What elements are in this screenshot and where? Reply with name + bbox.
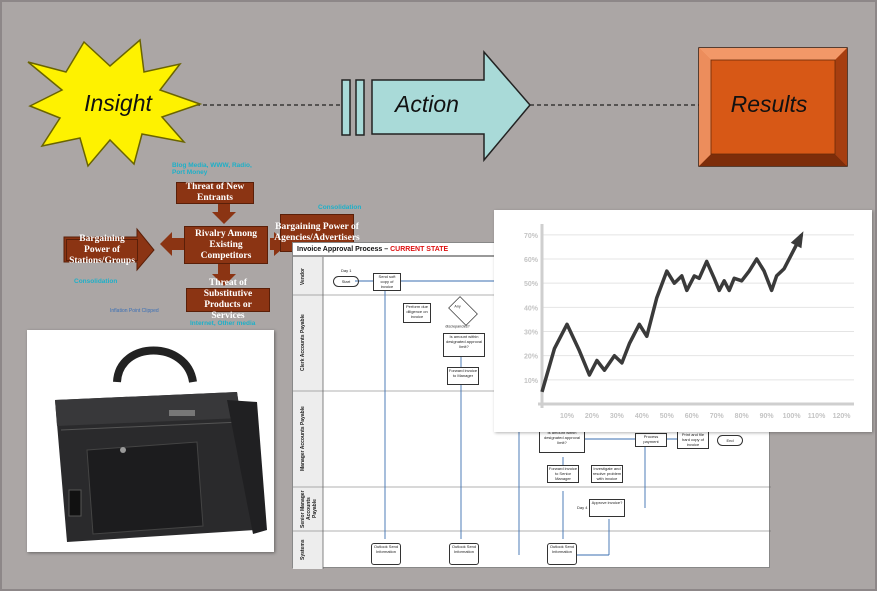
node-forward-senior: Forward invoice to Senior Manager: [547, 465, 579, 483]
rivalry-box: Rivalry Among Existing Competitors: [184, 226, 268, 264]
chart-y-tick: 40%: [524, 305, 539, 312]
lane-vendor: Vendor: [300, 268, 306, 286]
chart-x-tick: 90%: [760, 413, 775, 420]
chart-x-tick: 30%: [610, 413, 625, 420]
chart-x-tick: 10%: [560, 413, 575, 420]
chart-axes: [538, 224, 854, 408]
action-bar-2: [355, 79, 365, 136]
lane-manager: Manager Accounts Payable: [300, 406, 306, 472]
node-approve: Approve invoice?: [589, 499, 625, 517]
left-double-arrow-icon: [160, 232, 187, 256]
node-db-2: Outlook Send Information: [449, 543, 479, 565]
lane-clerk: Clerk Accounts Payable: [300, 314, 306, 372]
chart-x-tick: 110%: [808, 413, 826, 420]
chart-x-tick: 70%: [710, 413, 725, 420]
porter-cyan-note-right: Consolidation: [318, 204, 362, 211]
lane-systems: Systems: [300, 539, 306, 561]
chart-x-tick: 60%: [685, 413, 700, 420]
insight-label: Insight: [84, 90, 152, 116]
process-state: CURRENT STATE: [390, 246, 449, 253]
chart-x-tick: 80%: [735, 413, 750, 420]
chart-arrowhead-icon: [790, 231, 804, 249]
chart-x-tick: 20%: [585, 413, 600, 420]
node-forward-manager: Forward invoice to Manager: [447, 367, 479, 385]
node-db-1: Outlook Send Information: [371, 543, 401, 565]
porter-five-forces: Threat of New Entrants Rivalry Among Exi…: [42, 152, 372, 327]
results-box: [698, 47, 848, 167]
threat-substitutes-box: Threat of Substitutive Products or Servi…: [186, 278, 270, 321]
node-manager-limit: Is amount within designated approval lim…: [539, 429, 585, 453]
node-end: End: [717, 435, 743, 446]
insight-action-results-flow: [27, 38, 848, 168]
chart-series-line: [540, 233, 804, 393]
node-day1: Day 1: [341, 268, 352, 273]
chart-x-tick: 50%: [660, 413, 675, 420]
lane-senior-manager: Senior Manager Accounts Payable: [300, 490, 318, 528]
action-bar-1: [341, 79, 351, 136]
porter-cyan-note-left: Consolidation: [74, 278, 118, 285]
process-title: Invoice Approval Process – CURRENT STATE: [297, 246, 449, 253]
chart-y-tick: 20%: [524, 354, 539, 361]
action-arrow-icon: [371, 49, 531, 163]
right-double-arrow-icon: [270, 232, 288, 256]
chart-y-tick: 60%: [524, 257, 539, 264]
porter-cyan-note-bottom: Internet, Other media: [190, 320, 256, 327]
chart-x-tick: 120%: [833, 413, 852, 420]
node-perform-diligence: Perform due diligence on invoice: [403, 303, 431, 323]
node-process-payment: Process payment: [635, 433, 667, 447]
porter-cyan-note-top: Blog Media, WWW, Radio, Port Money: [172, 162, 252, 176]
growth-chart-svg: 10% 20% 30% 40% 50% 60% 70% 10% 20% 30% 40% 50% 60% 7…: [524, 224, 854, 420]
node-send-copy: Send soft copy of invoice: [373, 273, 401, 291]
porter-note-bottom: Inflation Point Clipped: [110, 308, 159, 314]
chart-y-tick: 70%: [524, 233, 539, 240]
bottom-arrow-icon: [212, 264, 236, 286]
action-label: Action: [395, 91, 459, 117]
chart-x-tick: 100%: [783, 413, 802, 420]
node-within-limit: Is amount within designated approval lim…: [443, 333, 485, 357]
chart-x-tick: 40%: [635, 413, 650, 420]
chart-y-tick: 10%: [524, 378, 539, 385]
results-label: Results: [730, 91, 808, 117]
chart-y-tick: 50%: [524, 281, 539, 288]
laptop-bag-photo: [27, 330, 274, 552]
laptop-bag-icon: [55, 346, 267, 542]
bargaining-stations-box: Bargaining Power of Stations/Groups: [66, 234, 138, 266]
node-start: Start: [333, 276, 359, 287]
growth-chart: 10% 20% 30% 40% 50% 60% 70% 10% 20% 30% 40% 50% 60% 7…: [494, 210, 872, 432]
threat-new-entrants-box: Threat of New Entrants: [176, 182, 254, 204]
chart-y-tick: 30%: [524, 330, 539, 337]
top-arrow-icon: [212, 202, 236, 224]
node-print-file: Print and file hard copy of invoice: [677, 431, 709, 449]
node-investigate: Investigate and resolve problem with inv…: [591, 465, 623, 483]
node-db-3: Outlook Send Information: [547, 543, 577, 565]
node-day4: Day 4: [577, 505, 588, 510]
insight-starburst-icon: [27, 38, 203, 168]
